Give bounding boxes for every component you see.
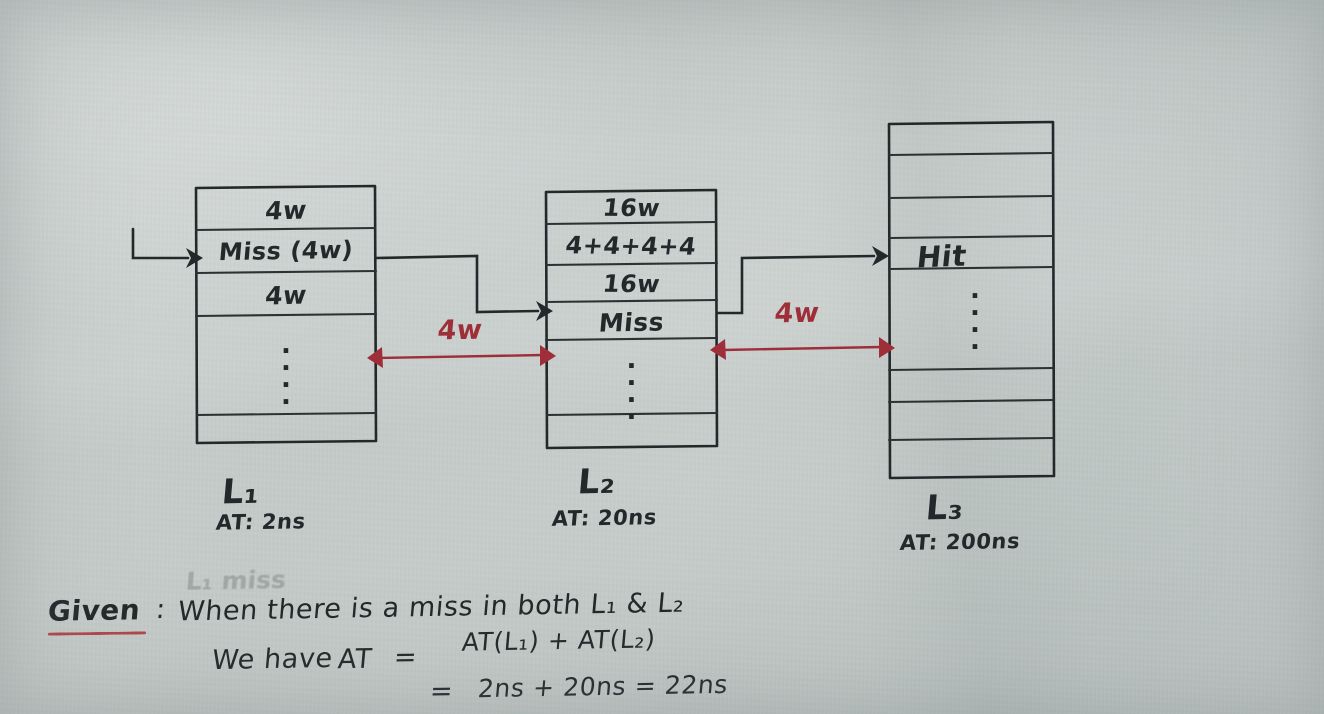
bus-arrow-l2-l3: [710, 337, 895, 360]
connector-l1-to-l2: [374, 254, 553, 321]
cache-block-l2: [544, 188, 719, 450]
entry-arrow-into-l1: [131, 227, 203, 268]
cache-block-l1: [194, 184, 378, 445]
cache-block-l3: [887, 120, 1056, 480]
connector-l2-to-l3: [715, 246, 889, 315]
bus-arrow-l1-l2: [367, 345, 556, 368]
